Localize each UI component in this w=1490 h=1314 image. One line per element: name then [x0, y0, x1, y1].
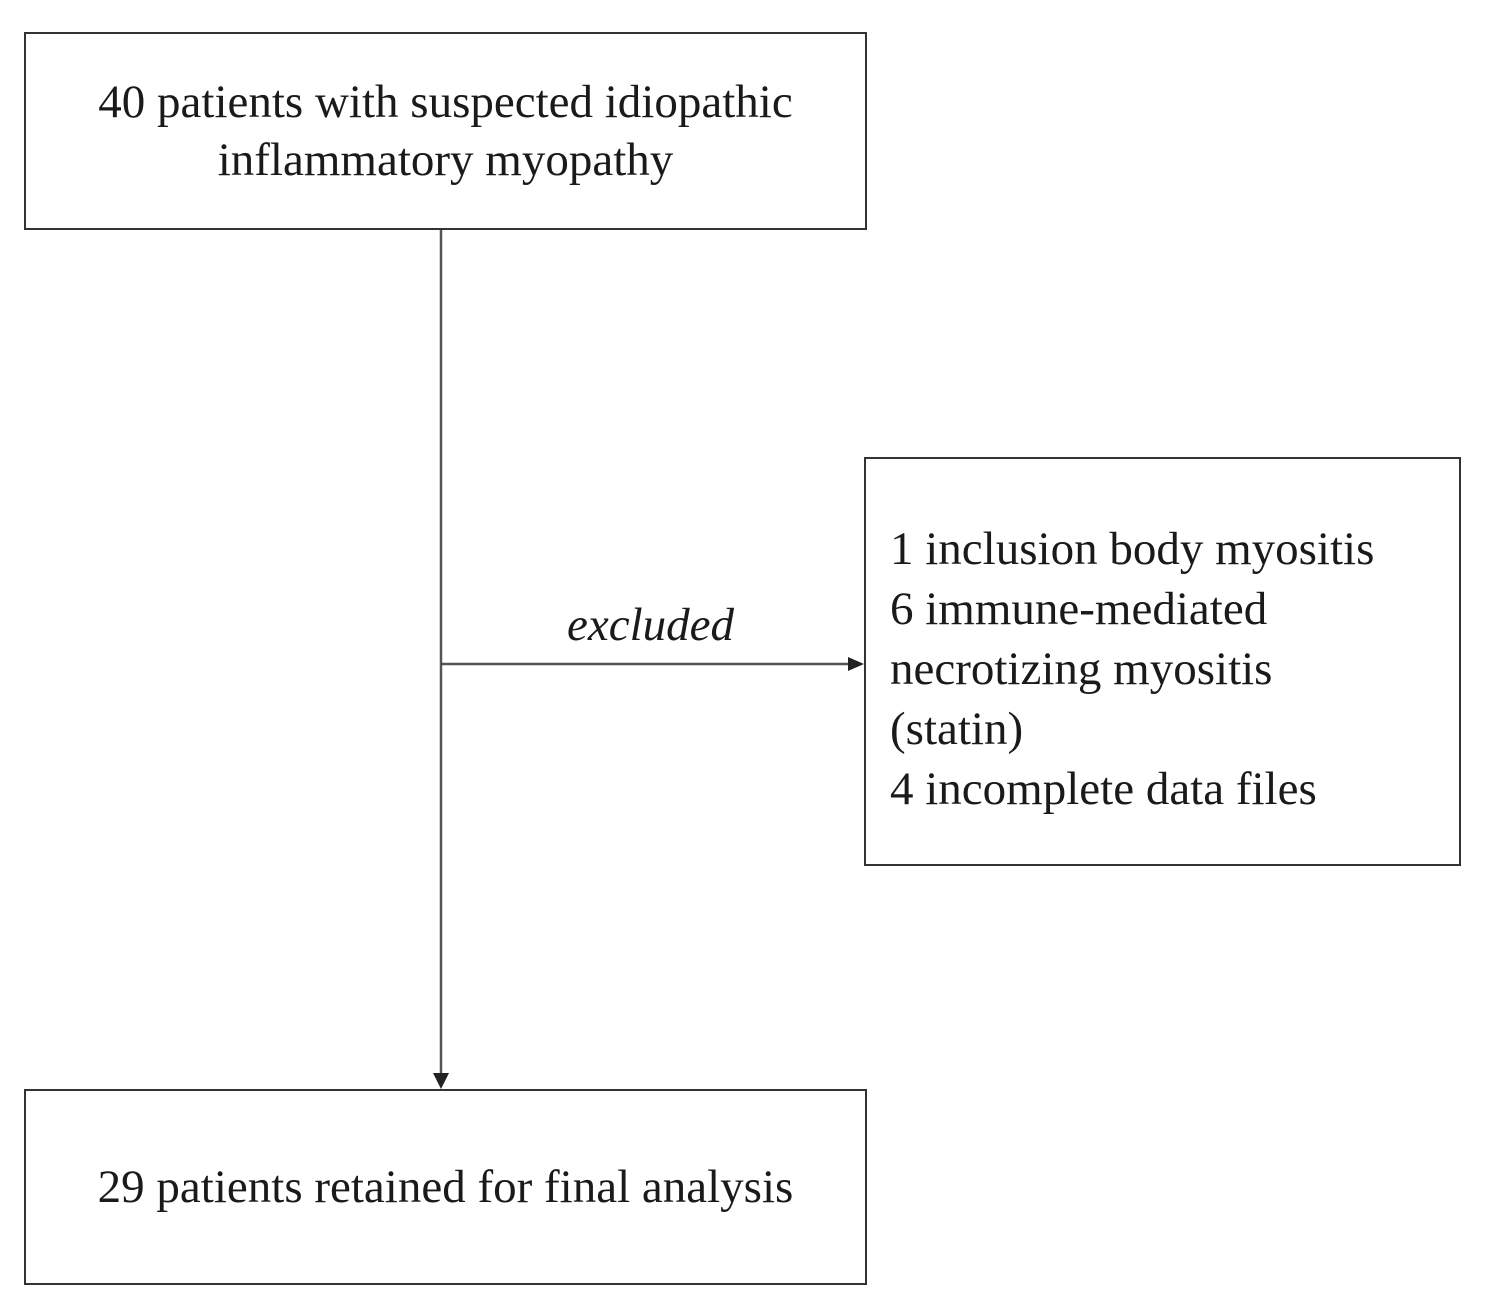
final-analysis-box: 29 patients retained for final analysis — [24, 1089, 867, 1285]
initial-cohort-box: 40 patients with suspected idiopathic in… — [24, 32, 867, 230]
initial-cohort-line-2: inflammatory myopathy — [217, 134, 674, 186]
excluded-line-3: necrotizing myositis — [890, 643, 1273, 695]
excluded-patients-box: 1 inclusion body myositis 6 immune-media… — [864, 457, 1461, 866]
exclusion-arrowhead — [848, 657, 864, 671]
excluded-line-2: 6 immune-mediated — [890, 583, 1268, 635]
excluded-line-4: (statin) — [890, 703, 1024, 755]
excluded-line-1: 1 inclusion body myositis — [890, 523, 1375, 575]
excluded-line-5: 4 incomplete data files — [890, 763, 1317, 815]
final-analysis-line: 29 patients retained for final analysis — [97, 1161, 794, 1213]
main-flow-arrowhead — [433, 1073, 449, 1089]
initial-cohort-line-1: 40 patients with suspected idiopathic — [98, 76, 793, 128]
excluded-edge-label: excluded — [567, 599, 735, 651]
